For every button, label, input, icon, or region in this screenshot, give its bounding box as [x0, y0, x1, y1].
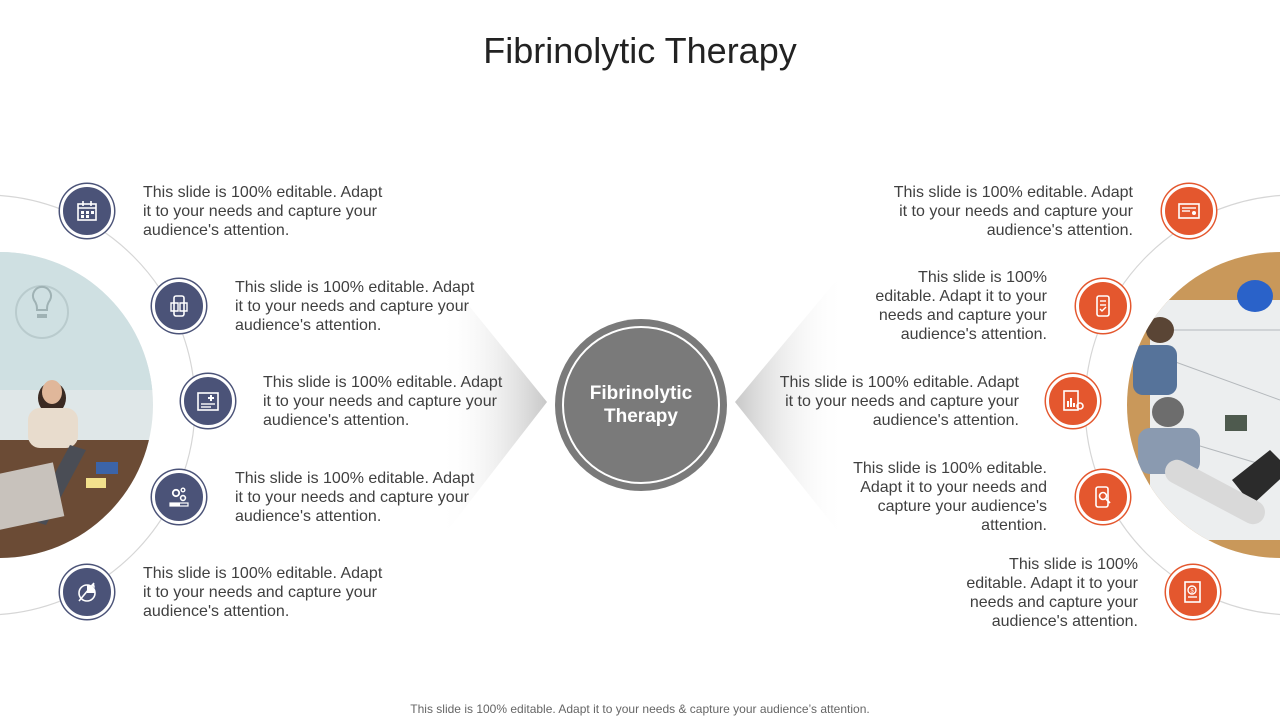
left-photo-meeting	[0, 252, 153, 558]
mobile-search-icon	[1076, 470, 1130, 524]
center-node-ring	[562, 326, 720, 484]
right-item-4-text: This slide is 100% editable. Adapt it to…	[853, 460, 1047, 534]
footer-note: This slide is 100% editable. Adapt it to…	[410, 702, 870, 716]
right-item-3-text: This slide is 100% editable. Adapt it to…	[779, 374, 1019, 429]
left-chevron-wedge	[440, 270, 547, 540]
report-gear-icon	[1046, 374, 1100, 428]
left-item-5-text: This slide is 100% editable. Adapt it to…	[143, 565, 383, 620]
mobile-checklist-icon	[1076, 279, 1130, 333]
left-item-1-text: This slide is 100% editable. Adapt it to…	[143, 184, 383, 239]
certificate-icon	[1162, 184, 1216, 238]
calendar-icon	[60, 184, 114, 238]
svg-text:$: $	[1190, 589, 1194, 595]
target-chart-icon	[60, 565, 114, 619]
left-item-4-text: This slide is 100% editable. Adapt it to…	[235, 470, 475, 525]
right-chevron-wedge	[735, 270, 845, 540]
dollar-document-icon: $	[1166, 565, 1220, 619]
right-photo-engineers	[1127, 252, 1280, 558]
medical-card-icon	[181, 374, 235, 428]
mobile-book-icon	[152, 279, 206, 333]
gears-progress-icon	[152, 470, 206, 524]
left-item-3-text: This slide is 100% editable. Adapt it to…	[263, 374, 503, 429]
right-item-2-text: This slide is 100% editable. Adapt it to…	[875, 269, 1047, 343]
slide-title: Fibrinolytic Therapy	[483, 30, 797, 71]
right-item-5-text: This slide is 100% editable. Adapt it to…	[966, 556, 1138, 630]
left-item-2-text: This slide is 100% editable. Adapt it to…	[235, 279, 475, 334]
right-item-1-text: This slide is 100% editable. Adapt it to…	[893, 184, 1133, 239]
